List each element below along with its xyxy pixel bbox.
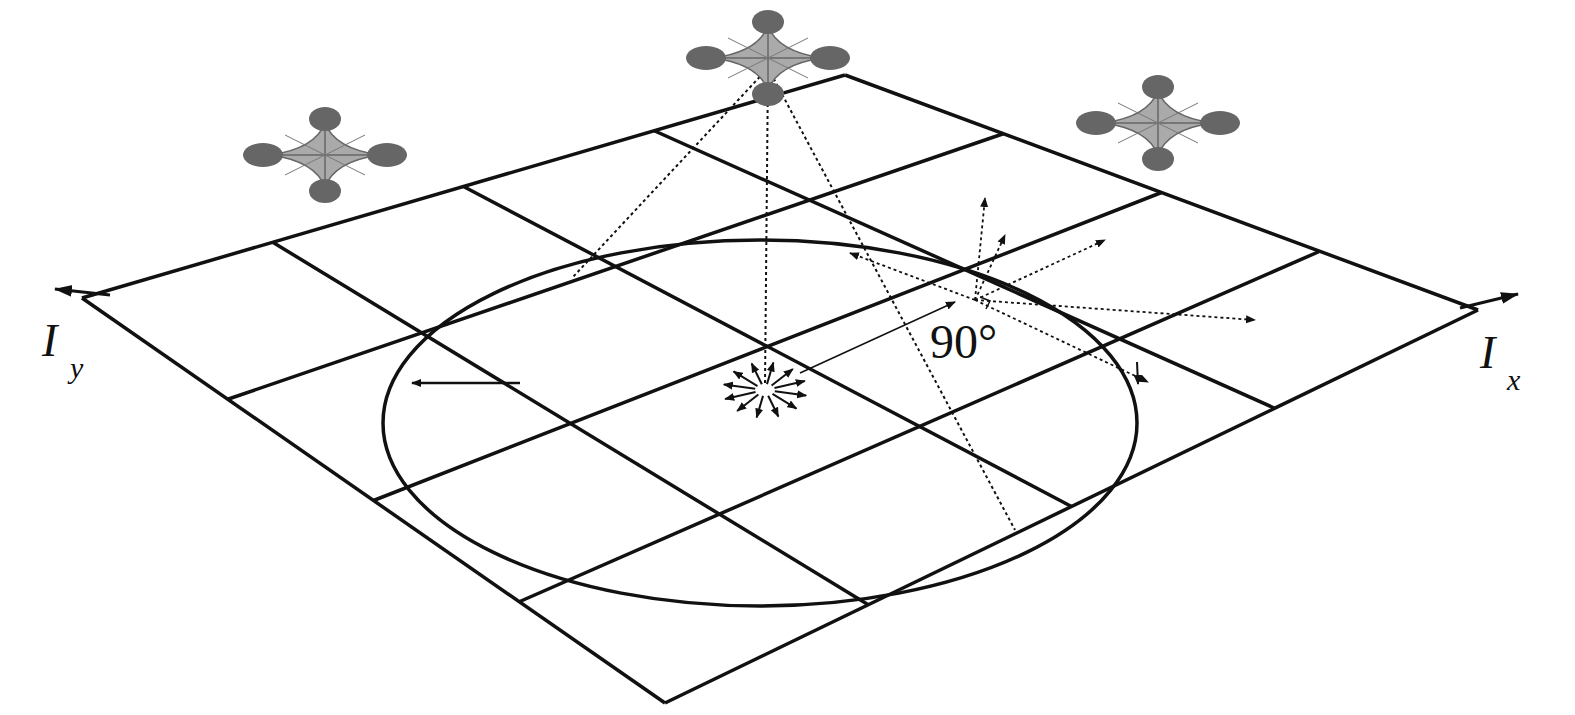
stroke (975, 300, 1255, 320)
stroke (665, 310, 1478, 703)
stroke (845, 75, 1478, 310)
axis-subscript: x (1507, 365, 1520, 395)
stroke (772, 394, 796, 409)
angle-label: 90° (930, 318, 997, 366)
stroke (725, 392, 755, 399)
stroke (975, 240, 1105, 300)
axis-label: I (42, 318, 57, 364)
stroke (775, 391, 806, 395)
axis-subscript: y (70, 353, 83, 383)
stroke (734, 371, 758, 386)
stroke (724, 384, 755, 388)
stroke (768, 396, 778, 417)
stroke (767, 363, 773, 385)
stroke (850, 253, 975, 300)
stroke (774, 381, 804, 388)
stroke (519, 251, 1320, 602)
axis-label: I (1480, 330, 1495, 376)
stroke (975, 198, 985, 300)
stroke (975, 235, 1005, 300)
stroke (975, 300, 1148, 382)
stroke (757, 396, 763, 418)
stroke (772, 369, 793, 385)
stroke (752, 363, 762, 384)
stroke (737, 394, 758, 410)
